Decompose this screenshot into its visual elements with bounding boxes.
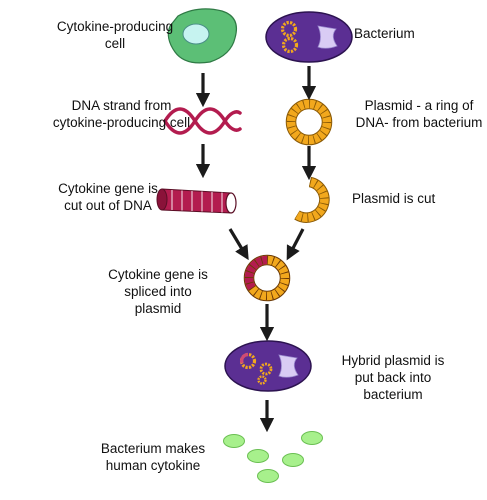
flow-arrows <box>195 66 317 433</box>
bacterium-body <box>265 11 353 63</box>
cytokine-gene-segment <box>156 188 237 214</box>
label-plasmid: Plasmid - a ring of DNA- from bacterium <box>355 98 483 130</box>
label-cytokine-producing-cell: Cytokine-producing cell <box>56 19 174 51</box>
hybrid-bacterium <box>224 340 312 392</box>
label-dna-strand: DNA strand from cytokine-producing cell <box>52 98 191 130</box>
dna-strand <box>163 107 242 135</box>
label-bacterium-makes-cytokine: Bacterium makes human cytokine <box>100 441 206 473</box>
arrow-gene-to-hybrid <box>228 228 249 261</box>
hybrid-plasmid <box>243 254 291 302</box>
bacterium-chromosome <box>317 25 338 49</box>
label-plasmid-cut: Plasmid is cut <box>352 191 436 206</box>
plasmid-ring <box>285 98 333 146</box>
label-gene-spliced: Cytokine gene is spliced into plasmid <box>108 267 208 316</box>
label-bacterium: Bacterium <box>354 26 415 41</box>
bacterium-plasmid-upper <box>280 20 298 38</box>
cytokine-molecules <box>223 431 323 483</box>
arrow-cut-to-hybrid <box>286 228 305 261</box>
cytokine-producing-cell <box>167 8 238 64</box>
label-gene-cut: Cytokine gene is cut out of DNA <box>58 181 158 213</box>
label-hybrid-plasmid: Hybrid plasmid is put back into bacteriu… <box>341 353 445 402</box>
bacterium-plasmid-lower <box>281 36 299 54</box>
cell-nucleus <box>182 23 210 45</box>
cut-plasmid <box>294 176 330 223</box>
bacterium-cell <box>265 11 353 63</box>
